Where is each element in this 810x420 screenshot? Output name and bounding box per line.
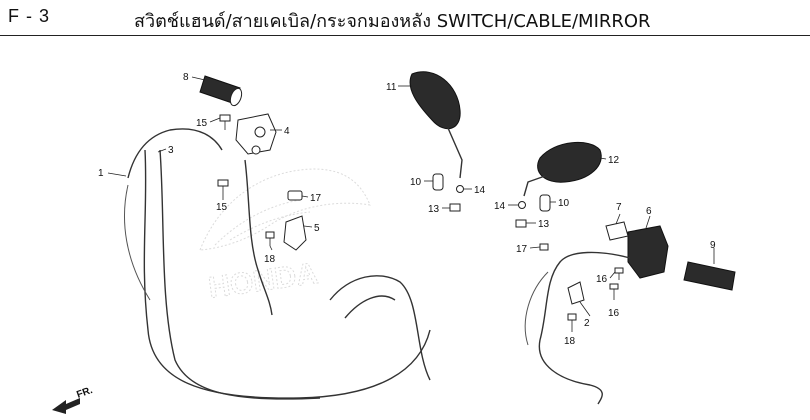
front-direction-indicator: FR.: [52, 385, 94, 414]
callout-11: 11: [386, 82, 397, 93]
bolt-13-right: [515, 219, 527, 228]
callout-6: 6: [646, 206, 652, 217]
callout-labels: 1 2 3 4 5 6 7 8 9 10 10 11 12 13 13 14 1…: [98, 72, 716, 347]
holder-2: [567, 281, 585, 305]
page-title: สวิตช์แฮนด์/สายเคเบิล/กระจกมองหลัง SWITC…: [134, 11, 651, 32]
band-17-right: [539, 243, 549, 251]
callout-18-right: 18: [564, 336, 576, 347]
callout-7: 7: [616, 202, 622, 213]
callout-3: 3: [168, 145, 174, 156]
callout-5: 5: [314, 223, 320, 234]
bolt-18-left: [265, 231, 275, 246]
nut-14-left: [456, 185, 464, 193]
left-grip: [199, 75, 243, 107]
callout-13-left: 13: [428, 204, 440, 215]
nut-14-right: [518, 201, 526, 209]
callout-15-upper: 15: [196, 118, 208, 129]
callout-14-right: 14: [494, 201, 506, 212]
bolt-13-left: [449, 203, 461, 212]
cable-holder-5: [283, 215, 307, 251]
callout-1: 1: [98, 168, 104, 179]
callout-14-left: 14: [474, 185, 486, 196]
screw-15-upper: [219, 114, 231, 130]
screw-16-upper: [614, 267, 624, 280]
callout-12: 12: [608, 155, 620, 166]
left-switch-assembly: [235, 113, 277, 155]
band-17-left: [287, 190, 303, 201]
right-switch-assembly: [605, 221, 669, 279]
callout-8: 8: [183, 72, 189, 83]
bolt-18-right: [567, 313, 577, 328]
callout-13-right: 13: [538, 219, 550, 230]
adapter-10-left: [432, 173, 444, 191]
callout-10-right: 10: [558, 198, 570, 209]
callout-10-left: 10: [410, 177, 422, 188]
left-cables: [124, 128, 431, 400]
callout-9: 9: [710, 240, 716, 251]
callout-17-right: 17: [516, 244, 528, 255]
callout-16-lower: 16: [608, 308, 620, 319]
callout-4: 4: [284, 126, 290, 137]
header-divider: [0, 35, 810, 36]
screw-15-lower: [217, 179, 229, 196]
callout-2: 2: [584, 318, 590, 329]
header: F - 3 สวิตช์แฮนด์/สายเคเบิล/กระจกมองหลัง…: [0, 0, 810, 36]
callout-16-upper: 16: [596, 274, 608, 285]
fr-label: FR.: [75, 385, 94, 401]
mirror-right: [523, 141, 602, 197]
mirror-left: [409, 71, 463, 179]
right-grip: [683, 261, 736, 291]
figure-code: F - 3: [8, 6, 51, 26]
screw-16-lower: [609, 283, 619, 296]
adapter-10-right: [539, 194, 551, 212]
leader-lines: [107, 76, 715, 332]
callout-18-left: 18: [264, 254, 276, 265]
right-cables: [524, 251, 631, 405]
callout-17-left: 17: [310, 193, 322, 204]
callout-15-lower: 15: [216, 202, 228, 213]
